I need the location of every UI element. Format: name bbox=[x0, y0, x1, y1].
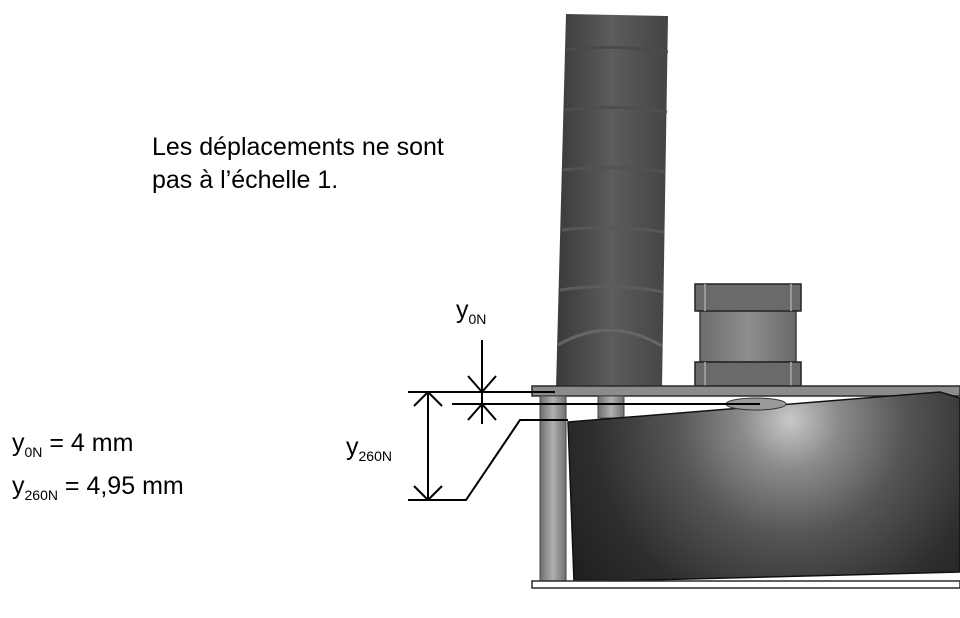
cylinder bbox=[694, 283, 802, 387]
label-y260N: y260N bbox=[346, 433, 392, 464]
label-y0N-main: y bbox=[456, 296, 469, 324]
scale-note-line2: pas à l’échelle 1. bbox=[152, 166, 339, 194]
result-y0N-main: y bbox=[12, 429, 25, 457]
label-y0N-sub: 0N bbox=[468, 311, 487, 327]
support-posts bbox=[539, 395, 625, 583]
tank bbox=[567, 391, 960, 583]
label-y260N-main: y bbox=[346, 433, 359, 461]
label-y260N-sub: 260N bbox=[358, 448, 392, 464]
result-y0N-sub: 0N bbox=[24, 444, 43, 460]
scale-note: Les déplacements ne sont pas à l’échelle… bbox=[152, 131, 444, 197]
dimension-y260N bbox=[408, 391, 568, 501]
result-y260N-value: = 4,95 mm bbox=[57, 472, 184, 500]
top-plate bbox=[531, 385, 960, 397]
scale-note-line1: Les déplacements ne sont bbox=[152, 133, 444, 161]
bottom-plate bbox=[531, 580, 960, 589]
result-y0N: y0N = 4 mm bbox=[12, 429, 134, 460]
result-y260N: y260N = 4,95 mm bbox=[12, 472, 184, 503]
label-y0N: y0N bbox=[456, 296, 487, 327]
result-y0N-value: = 4 mm bbox=[42, 429, 134, 457]
result-y260N-main: y bbox=[12, 472, 25, 500]
result-y260N-sub: 260N bbox=[24, 487, 58, 503]
dimension-y0N bbox=[452, 340, 760, 424]
chimney bbox=[556, 14, 669, 388]
